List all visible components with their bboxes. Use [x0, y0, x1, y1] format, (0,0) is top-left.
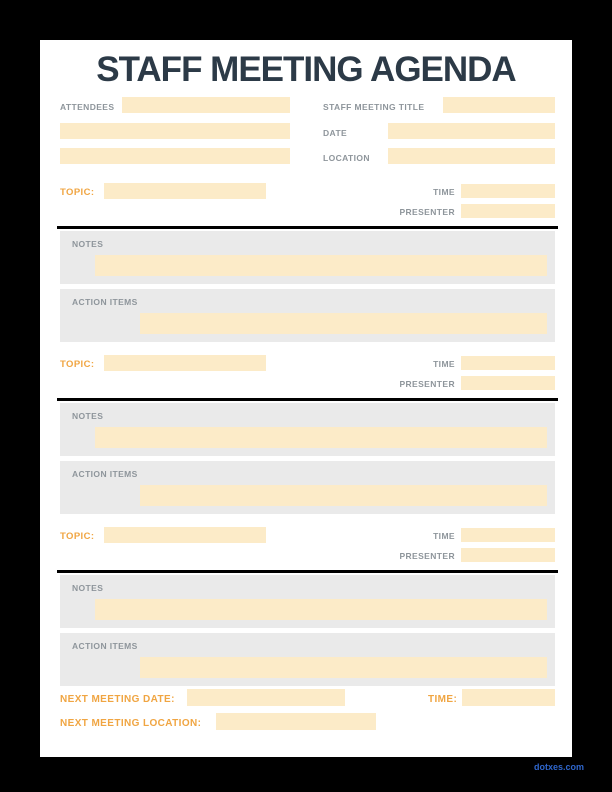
- next-meeting-time-label: TIME:: [428, 694, 458, 705]
- topic-section-2: TOPIC: TIME PRESENTER NOTES ACTION ITEMS: [0, 355, 612, 515]
- next-meeting-location-label: NEXT MEETING LOCATION:: [60, 718, 202, 729]
- section-divider: [57, 398, 558, 401]
- watermark: dotxes.com: [533, 762, 584, 772]
- topic-section-3: TOPIC: TIME PRESENTER NOTES ACTION ITEMS: [0, 527, 612, 687]
- topic-1-input[interactable]: [104, 183, 266, 199]
- action-items-label: ACTION ITEMS: [72, 297, 138, 307]
- page-title: STAFF MEETING AGENDA: [96, 50, 516, 89]
- action-items-block-2: ACTION ITEMS: [60, 461, 555, 514]
- time-2-input[interactable]: [461, 356, 555, 370]
- time-label: TIME: [433, 359, 455, 369]
- section-divider: [57, 570, 558, 573]
- staff-meeting-title-label: STAFF MEETING TITLE: [323, 102, 425, 112]
- attendees-input-2[interactable]: [60, 123, 290, 139]
- time-label: TIME: [433, 187, 455, 197]
- notes-label: NOTES: [72, 411, 104, 421]
- topic-section-1: TOPIC: TIME PRESENTER NOTES ACTION ITEMS: [0, 183, 612, 343]
- date-input[interactable]: [388, 123, 555, 139]
- date-label: DATE: [323, 128, 348, 138]
- topic-label: TOPIC:: [60, 359, 95, 370]
- action-items-block-3: ACTION ITEMS: [60, 633, 555, 686]
- staff-meeting-title-input[interactable]: [443, 97, 555, 113]
- presenter-1-input[interactable]: [461, 204, 555, 218]
- section-divider: [57, 226, 558, 229]
- attendees-label: ATTENDEES: [60, 102, 115, 112]
- location-input[interactable]: [388, 148, 555, 164]
- notes-2-input[interactable]: [95, 427, 547, 448]
- topic-3-input[interactable]: [104, 527, 266, 543]
- notes-block-2: NOTES: [60, 403, 555, 456]
- time-3-input[interactable]: [461, 528, 555, 542]
- action-items-1-input[interactable]: [140, 313, 547, 334]
- presenter-label: PRESENTER: [399, 379, 455, 389]
- action-items-2-input[interactable]: [140, 485, 547, 506]
- next-meeting-date-label: NEXT MEETING DATE:: [60, 694, 175, 705]
- time-label: TIME: [433, 531, 455, 541]
- action-items-label: ACTION ITEMS: [72, 469, 138, 479]
- attendees-input-1[interactable]: [122, 97, 290, 113]
- notes-block-3: NOTES: [60, 575, 555, 628]
- notes-block-1: NOTES: [60, 231, 555, 284]
- presenter-label: PRESENTER: [399, 551, 455, 561]
- next-meeting-time-input[interactable]: [462, 689, 555, 706]
- action-items-3-input[interactable]: [140, 657, 547, 678]
- presenter-3-input[interactable]: [461, 548, 555, 562]
- action-items-label: ACTION ITEMS: [72, 641, 138, 651]
- presenter-2-input[interactable]: [461, 376, 555, 390]
- notes-3-input[interactable]: [95, 599, 547, 620]
- topic-label: TOPIC:: [60, 531, 95, 542]
- location-label: LOCATION: [323, 153, 370, 163]
- notes-label: NOTES: [72, 239, 104, 249]
- notes-1-input[interactable]: [95, 255, 547, 276]
- topic-label: TOPIC:: [60, 187, 95, 198]
- attendees-input-3[interactable]: [60, 148, 290, 164]
- next-meeting-date-input[interactable]: [187, 689, 345, 706]
- time-1-input[interactable]: [461, 184, 555, 198]
- action-items-block-1: ACTION ITEMS: [60, 289, 555, 342]
- presenter-label: PRESENTER: [399, 207, 455, 217]
- next-meeting-location-input[interactable]: [216, 713, 376, 730]
- notes-label: NOTES: [72, 583, 104, 593]
- topic-2-input[interactable]: [104, 355, 266, 371]
